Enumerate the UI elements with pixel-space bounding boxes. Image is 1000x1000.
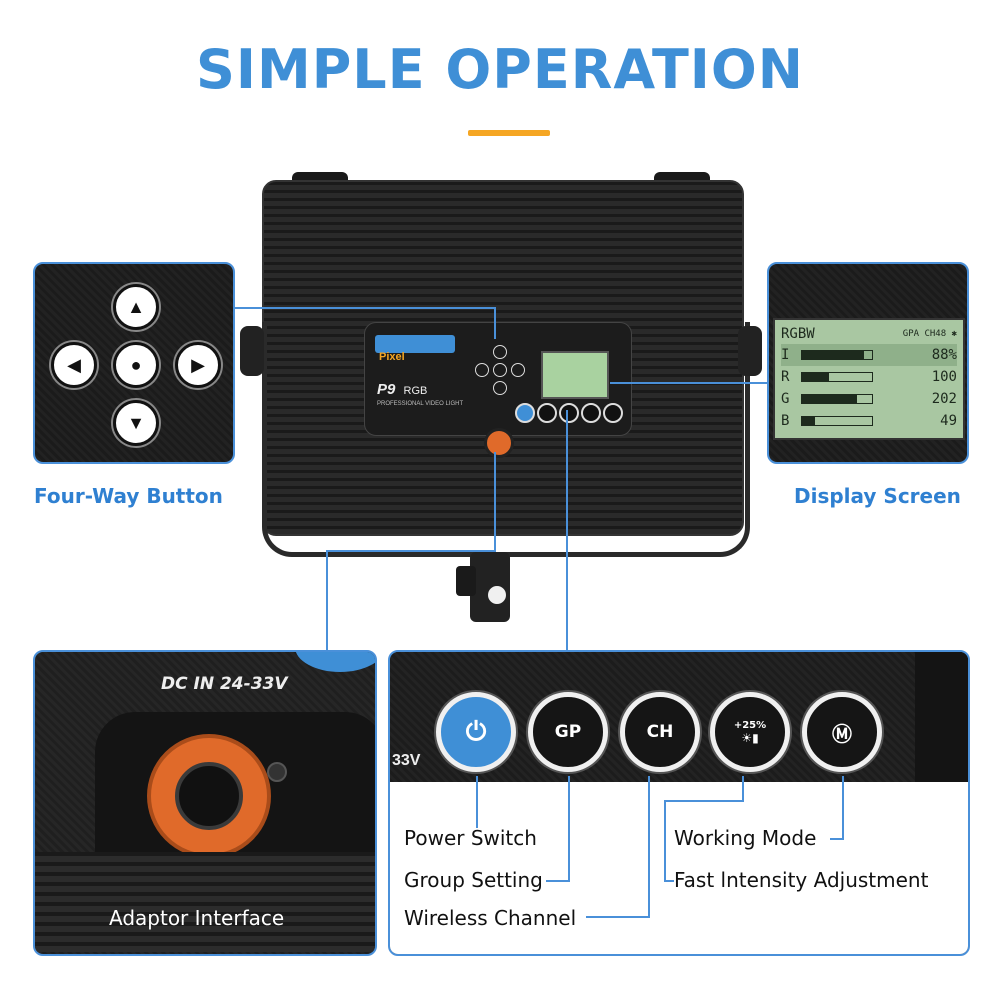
power-icon: ⏻ — [465, 716, 487, 747]
down-arrow-button[interactable]: ▼ — [113, 400, 159, 446]
lcd-row-value: 202 — [931, 391, 957, 407]
model-suffix: RGB — [403, 385, 428, 397]
left-arrow-button[interactable]: ◀ — [51, 342, 97, 388]
model-subtitle: PROFESSIONAL VIDEO LIGHT — [377, 401, 464, 407]
page-title: SIMPLE OPERATION — [196, 38, 804, 101]
lcd-row-value: 100 — [931, 369, 957, 385]
wireless-channel-label: Wireless Channel — [404, 906, 577, 930]
light-panel — [240, 172, 762, 557]
lcd-mode: RGBW — [781, 326, 815, 342]
lcd-row-label: G — [781, 391, 790, 407]
lcd-row-label: R — [781, 369, 790, 385]
lcd-row-value: 88% — [931, 347, 957, 363]
adaptor-caption: Adaptor Interface — [109, 906, 285, 930]
lcd-group: GPA — [902, 329, 920, 339]
lcd-row-bar — [801, 372, 873, 382]
brightness-icon: ☀▮ — [741, 730, 759, 745]
lcd-row: I 88% — [781, 344, 957, 366]
lcd-row-label: B — [781, 413, 790, 429]
adaptor-port — [147, 734, 271, 858]
right-arrow-button[interactable]: ▶ — [175, 342, 221, 388]
buttons-panel: 33V ⏻ GP CH +25% ☀▮ Ⓜ Power Switch Group… — [388, 650, 970, 956]
voltage-fragment: 33V — [392, 752, 421, 769]
brand-logo — [375, 335, 455, 353]
power-button[interactable]: ⏻ — [436, 692, 516, 772]
lcd-row-bar-fill — [802, 351, 864, 359]
ch-button[interactable]: CH — [620, 692, 700, 772]
lcd-row: G 202 — [781, 388, 957, 410]
mode-button[interactable]: Ⓜ — [802, 692, 882, 772]
bluetooth-icon: ✱ — [951, 329, 957, 339]
dc-label: DC IN 24-33V — [161, 674, 288, 694]
lcd-row-bar — [801, 416, 873, 426]
lcd-row-label: I — [781, 347, 790, 363]
intensity-step: +25% — [733, 719, 767, 731]
control-module: Pixel P9 RGB PROFESSIONAL VIDEO LIGHT — [364, 322, 632, 436]
lcd-row-bar — [801, 394, 873, 404]
group-setting-label: Group Setting — [404, 868, 543, 892]
lcd-row-bar-fill — [802, 417, 816, 425]
adaptor-panel: DC IN 24-33V Adaptor Interface — [33, 650, 377, 956]
four-way-panel: ▲ ◀ ● ▶ ▼ — [33, 262, 235, 464]
fast-intensity-label: Fast lntensity Adjustment — [674, 868, 929, 892]
four-way-caption: Four-Way Button — [34, 484, 223, 508]
title-underline — [468, 130, 550, 136]
lcd-row-bar — [801, 350, 873, 360]
model-name: P9 RGB — [377, 381, 427, 398]
lcd-row-bar-fill — [802, 373, 830, 381]
up-arrow-button[interactable]: ▲ — [113, 284, 159, 330]
model-text: P9 — [377, 381, 396, 398]
mode-icon: Ⓜ — [832, 721, 852, 746]
lcd-row-bar-fill — [802, 395, 858, 403]
lcd-row: R 100 — [781, 366, 957, 388]
power-switch-label: Power Switch — [404, 826, 537, 850]
intensity-button[interactable]: +25% ☀▮ — [710, 692, 790, 772]
brand-logo-text: Pixel — [379, 351, 405, 363]
lcd-channel: CH48 — [924, 329, 947, 339]
lcd-row: B 49 — [781, 410, 957, 432]
display-caption: Display Screen — [794, 484, 961, 508]
center-button[interactable]: ● — [113, 342, 159, 388]
lcd-row-value: 49 — [940, 413, 957, 429]
gp-button[interactable]: GP — [528, 692, 608, 772]
working-mode-label: Working Mode — [674, 826, 817, 850]
